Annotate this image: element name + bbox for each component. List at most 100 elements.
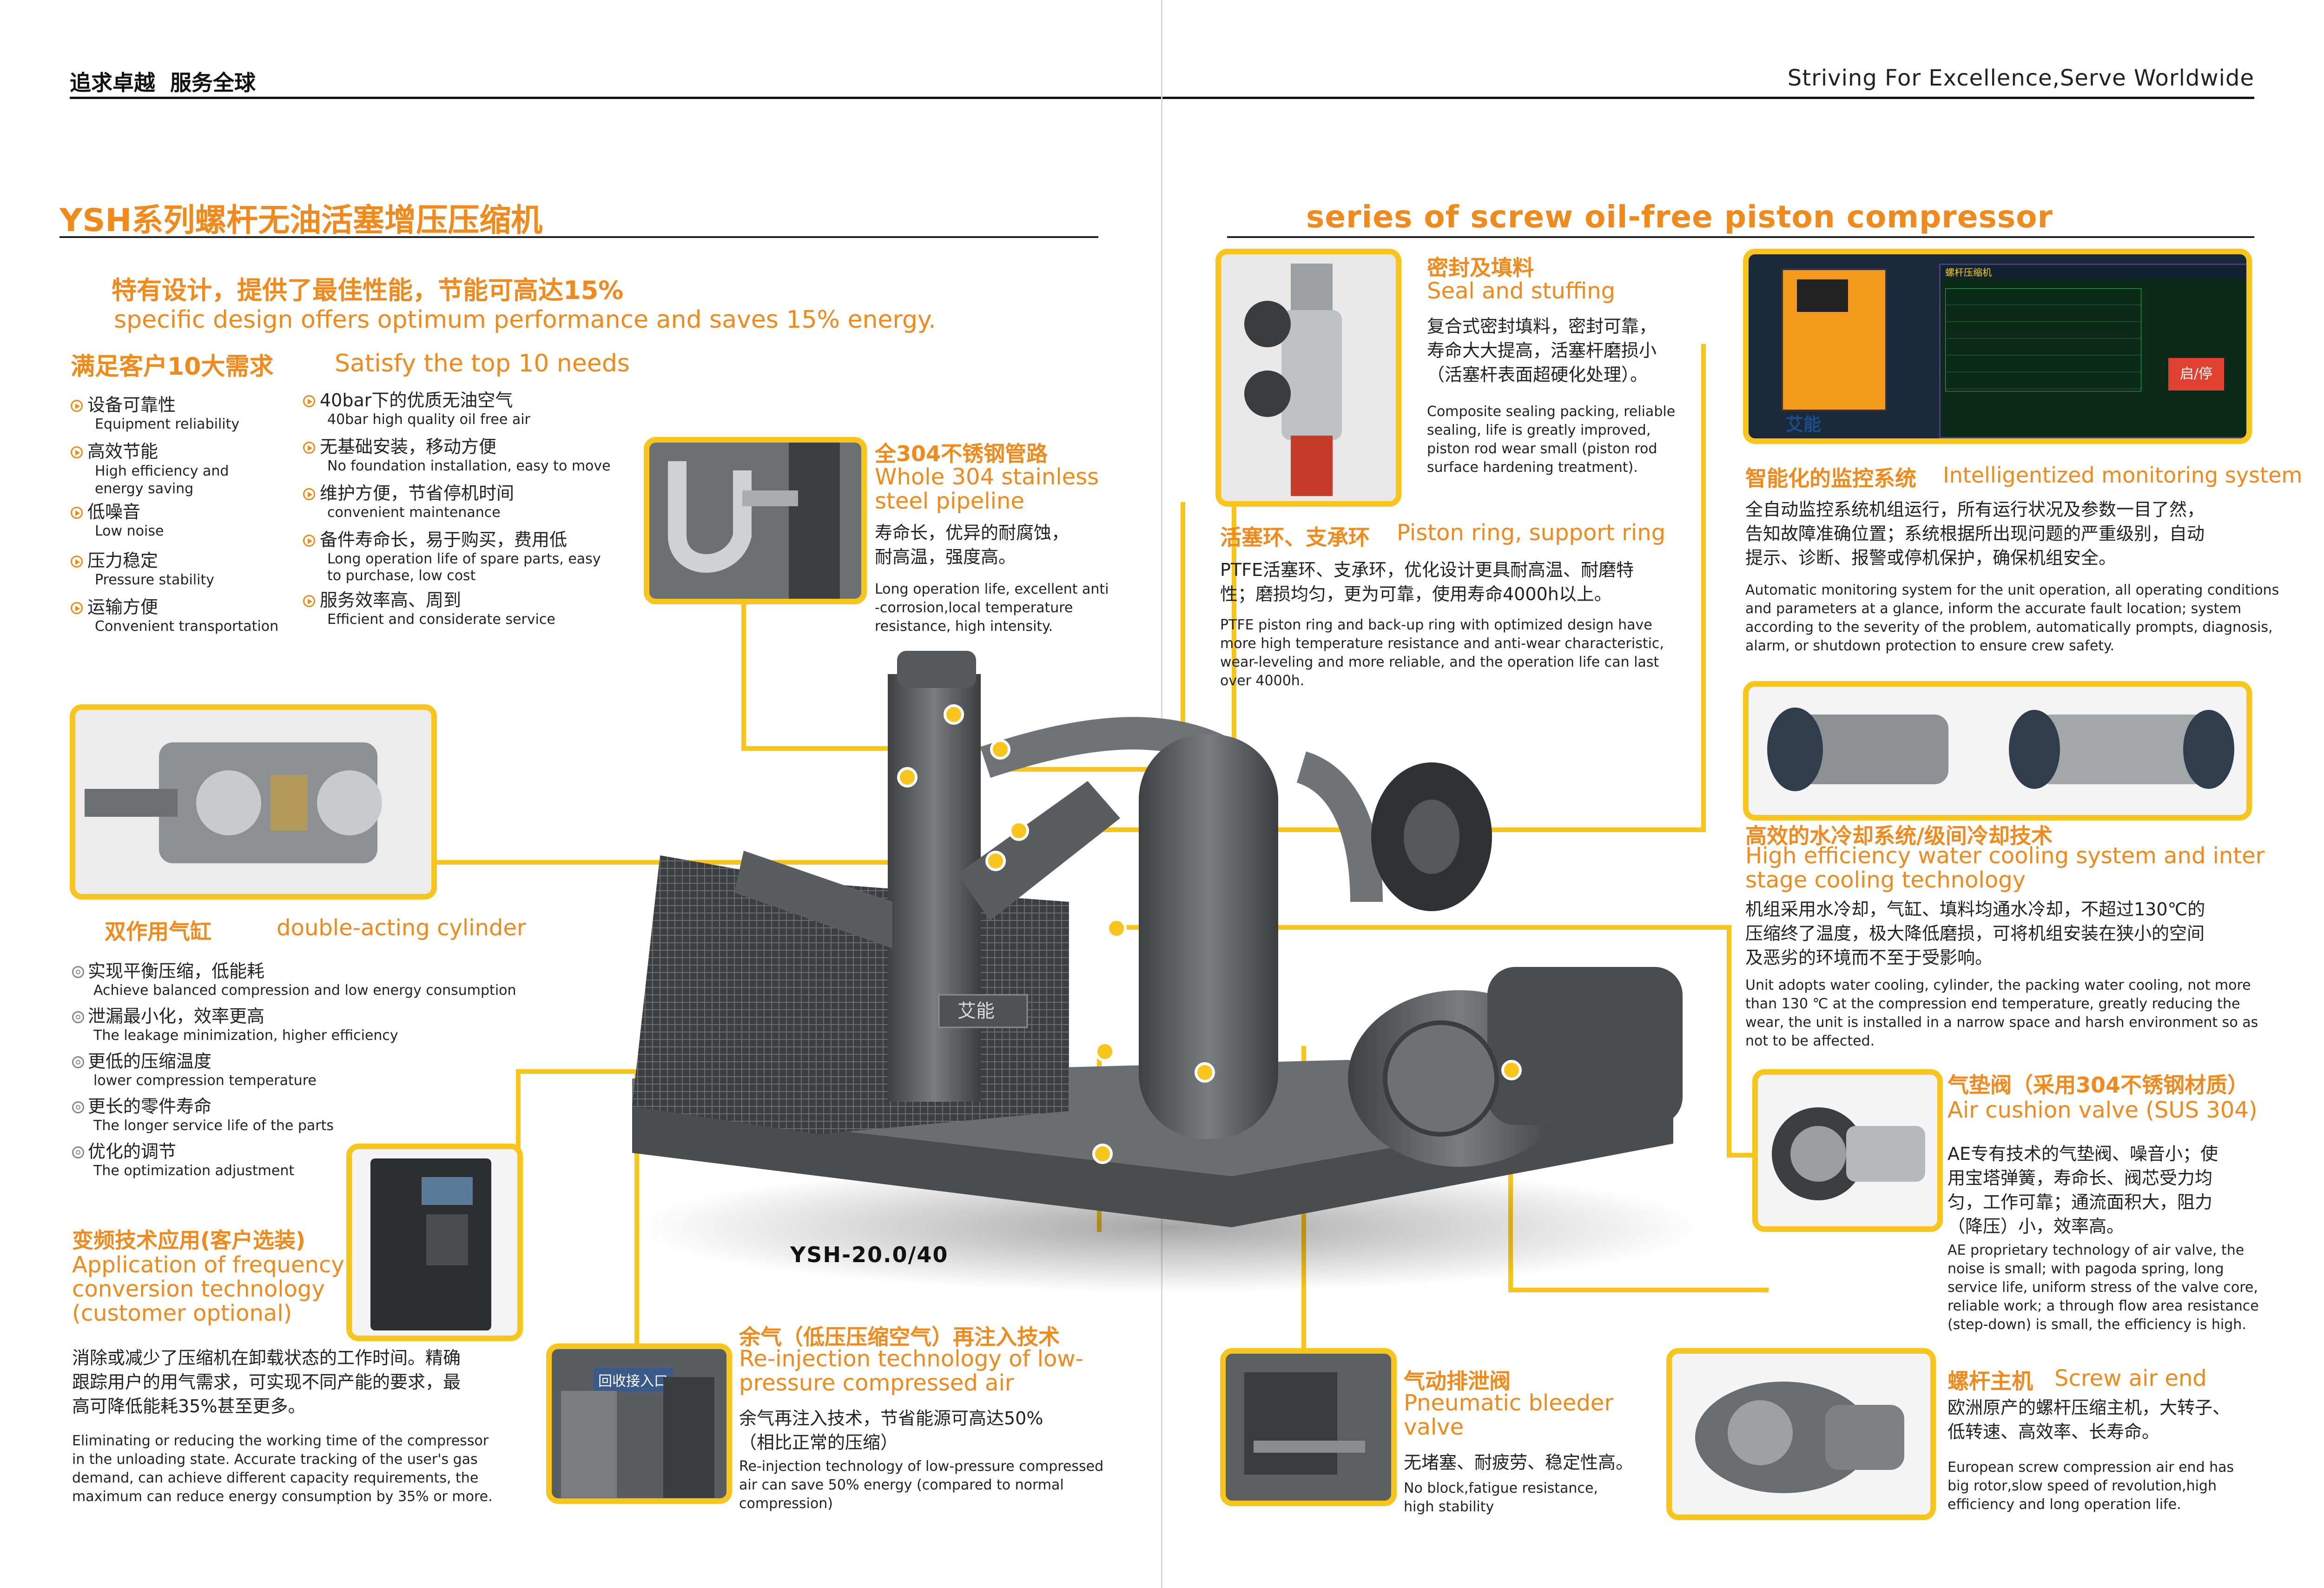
monitoring-title-en: Intelligentized monitoring system (1943, 463, 2303, 488)
screw-air-end-photo (1666, 1348, 1936, 1520)
monitoring-body-zh: 全自动监控系统机组运行，所有运行状况及参数一目了然， 告知故障准确位置；系统根据… (1745, 499, 2205, 568)
intro-en: specific design offers optimum performan… (114, 306, 936, 334)
brand-logo: 艾能 (1786, 414, 1822, 435)
frequency-title-zh: 变频技术应用(客户选装) (72, 1228, 306, 1253)
needs-left-list: 设备可靠性 Equipment reliability 高效节能 High ef… (71, 390, 294, 639)
piston-ring-body-zh: PTFE活塞环、支承环，优化设计更具耐高温、耐磨特 性；磨损均匀，更为可靠，使用… (1220, 560, 1634, 604)
circle-bullet-icon (72, 1011, 84, 1023)
list-item: 40bar下的优质无油空气 40bar high quality oil fre… (303, 386, 638, 432)
circle-bullet-icon (72, 966, 84, 978)
circle-bullet-icon (72, 1101, 84, 1113)
intro-zh: 特有设计，提供了最佳性能，节能可高达15% (112, 276, 624, 305)
air-valve-body-en: AE proprietary technology of air valve, … (1948, 1242, 2259, 1333)
connector-line (1508, 1288, 1769, 1292)
play-bullet-icon (71, 507, 83, 519)
list-item: 更低的压缩温度 lower compression temperature (72, 1047, 583, 1092)
bleeder-body-zh: 无堵塞、耐疲劳、稳定性高。 (1404, 1452, 1634, 1473)
callout-dot (985, 851, 1006, 871)
machine-model-label: YSH-20.0/40 (790, 1242, 949, 1267)
monitoring-screen-photo: 艾能 螺杆压缩机 启/停 (1743, 249, 2252, 444)
cooling-body-zh: 机组采用水冷却，气缸、填料均通水冷却，不超过130℃的 压缩终了温度，极大降低磨… (1745, 899, 2205, 968)
air-valve-title-en: Air cushion valve (SUS 304) (1948, 1097, 2258, 1123)
monitoring-title-zh: 智能化的监控系统 (1745, 466, 1916, 491)
reinjection-body-en: Re-injection technology of low-pressure … (739, 1458, 1104, 1512)
circle-bullet-icon (72, 1146, 84, 1158)
reinjection-photo: 回收接入口 (546, 1343, 732, 1504)
connector-line (1727, 1153, 1769, 1158)
list-item: 备件寿命长，易于购买，费用低 Long operation life of sp… (303, 525, 638, 586)
list-item: 服务效率高、周到 Efficient and considerate servi… (303, 586, 638, 632)
connector-line (1701, 344, 1706, 832)
machine-brand-label: 艾能 (957, 1000, 995, 1022)
inverter-photo (346, 1144, 523, 1341)
connector-line (428, 860, 1004, 865)
title-en-rule (1227, 236, 2254, 238)
play-bullet-icon (303, 595, 315, 607)
list-item: 优化的调节 The optimization adjustment (72, 1137, 583, 1182)
air-valve-title-zh: 气垫阀（采用304不锈钢材质） (1948, 1072, 2249, 1098)
air-valve-photo (1752, 1069, 1943, 1232)
connector-line (741, 525, 746, 748)
callout-dot (1095, 1041, 1115, 1062)
start-stop-button[interactable]: 启/停 (2168, 358, 2224, 390)
list-item: 无基础安装，移动方便 No foundation installation, e… (303, 432, 638, 479)
needs-en: Satisfy the top 10 needs (335, 350, 630, 377)
needs-zh: 满足客户10大需求 (71, 353, 274, 381)
bleeder-title-zh: 气动排泄阀 (1404, 1369, 1511, 1394)
cooling-title-zh: 高效的水冷却系统/级间冷却技术 (1745, 823, 2053, 848)
connector-line (741, 746, 1011, 751)
bleeder-valve-photo (1220, 1348, 1397, 1506)
cooling-body-en: Unit adopts water cooling, cylinder, the… (1745, 977, 2258, 1049)
compressor-illustration: 艾能 (632, 651, 1706, 1292)
callout-dot (1195, 1062, 1215, 1083)
cooling-title-en: High efficiency water cooling system and… (1745, 843, 2265, 893)
pipeline-title-en: Whole 304 stainless steel pipeline (875, 464, 1099, 514)
title-zh-rule (59, 236, 1098, 238)
title-en: series of screw oil-free piston compress… (1306, 199, 2053, 235)
list-item: 实现平衡压缩，低能耗 Achieve balanced compression … (72, 957, 583, 1002)
pipeline-title-zh: 全304不锈钢管路 (875, 441, 1048, 466)
connector-line (1232, 497, 1236, 832)
seal-title-en: Seal and stuffing (1427, 278, 1616, 304)
circle-bullet-icon (72, 1056, 84, 1068)
callout-dot (1501, 1060, 1522, 1080)
frequency-body-zh: 消除或减少了压缩机在卸载状态的工作时间。精确 跟踪用户的用气需求，可实现不同产能… (72, 1348, 461, 1416)
play-bullet-icon (71, 446, 83, 458)
screw-title-en: Screw air end (2054, 1365, 2207, 1391)
cylinder-title-en: double-acting cylinder (277, 915, 526, 941)
connector-line (1125, 925, 1729, 930)
list-item: 低噪音 Low noise (71, 497, 294, 546)
bleeder-title-en: Pneumatic bleeder valve (1404, 1390, 1614, 1440)
title-zh: YSH系列螺杆无油活塞增压压缩机 (59, 202, 543, 239)
connector-line (995, 767, 1185, 772)
list-item: 维护方便，节省停机时间 convenient maintenance (303, 479, 638, 525)
play-bullet-icon (303, 395, 315, 407)
list-item: 更长的零件寿命 The longer service life of the p… (72, 1092, 583, 1137)
cylinder-photo (70, 704, 437, 900)
play-bullet-icon (71, 400, 83, 412)
play-bullet-icon (71, 602, 83, 614)
screw-title-zh: 螺杆主机 (1948, 1369, 2033, 1394)
cooler-photo (1743, 681, 2252, 820)
seal-title-zh: 密封及填料 (1427, 255, 1534, 280)
pipeline-photo (644, 437, 867, 604)
play-bullet-icon (303, 442, 315, 454)
seal-body-zh: 复合式密封填料，密封可靠， 寿命大大提高，活塞杆磨损小 （活塞杆表面超硬化处理）… (1427, 316, 1657, 385)
bleeder-body-en: No block,fatigue resistance, high stabil… (1404, 1480, 1598, 1515)
list-item: 泄漏最小化，效率更高 The leakage minimization, hig… (72, 1002, 583, 1047)
hmi-header: 螺杆压缩机 (1941, 265, 2246, 279)
hmi-screen: 螺杆压缩机 启/停 (1939, 264, 2246, 438)
frequency-body-en: Eliminating or reducing the working time… (72, 1433, 493, 1505)
callout-dot (1092, 1144, 1113, 1164)
piston-ring-title-zh: 活塞环、支承环 (1220, 525, 1370, 550)
reinjection-title-en: Re-injection technology of low- pressure… (739, 1346, 1083, 1396)
callout-dot (990, 739, 1010, 760)
callout-dot (897, 767, 918, 787)
connector-line (516, 1069, 521, 1162)
piston-ring-title-en: Piston ring, support ring (1397, 520, 1666, 546)
seal-body-en: Composite sealing packing, reliable seal… (1427, 404, 1676, 476)
screw-body-zh: 欧洲原产的螺杆压缩主机，大转子、 低转速、高效率、长寿命。 (1948, 1397, 2231, 1442)
air-valve-body-zh: AE专有技术的气垫阀、噪音小；使 用宝塔弹簧，寿命长、阀芯受力均 匀，工作可靠；… (1948, 1144, 2218, 1237)
monitoring-body-en: Automatic monitoring system for the unit… (1745, 582, 2279, 654)
reinjection-body-zh: 余气再注入技术，节省能源可高达50% （相比正常的压缩） (739, 1408, 1043, 1453)
